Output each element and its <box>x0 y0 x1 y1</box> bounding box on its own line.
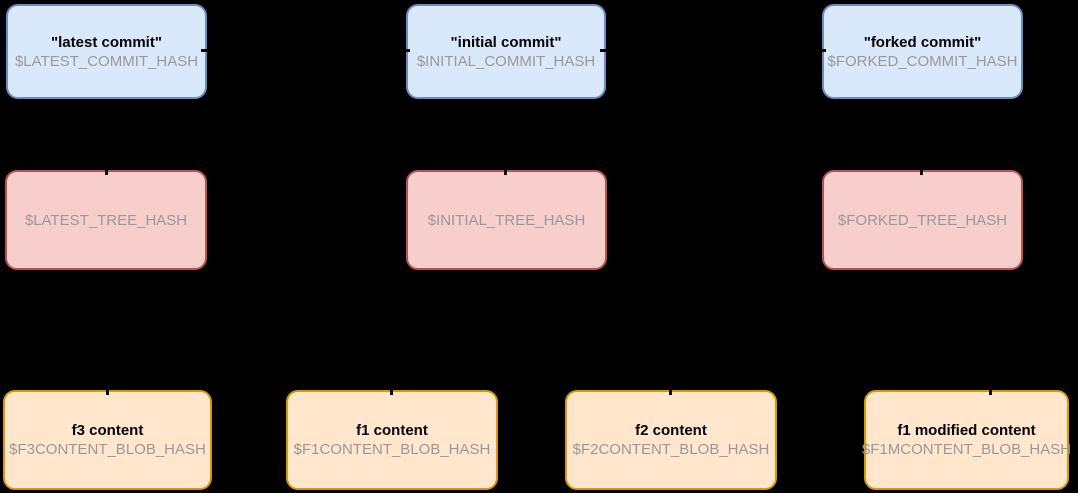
tree-node-initial: $INITIAL_TREE_HASH <box>406 170 607 270</box>
connector-stub <box>989 387 992 395</box>
commit-title: "latest commit" <box>51 33 162 51</box>
connector-stub <box>600 49 608 52</box>
blob-hash: $F2CONTENT_BLOB_HASH <box>572 441 770 458</box>
tree-hash: $INITIAL_TREE_HASH <box>427 211 586 229</box>
connector-stub <box>106 387 109 395</box>
commit-node-initial: "initial commit" $INITIAL_COMMIT_HASH <box>406 4 606 99</box>
commit-node-forked: "forked commit" $FORKED_COMMIT_HASH <box>822 4 1023 99</box>
commit-title: "initial commit" <box>450 33 562 51</box>
blob-hash: $F1CONTENT_BLOB_HASH <box>293 441 491 458</box>
tree-node-forked: $FORKED_TREE_HASH <box>822 170 1023 270</box>
connector-stub <box>201 49 209 52</box>
blob-hash: $F3CONTENT_BLOB_HASH <box>9 441 206 458</box>
commit-node-latest: "latest commit" $LATEST_COMMIT_HASH <box>6 4 207 99</box>
commit-hash: $LATEST_COMMIT_HASH <box>14 52 199 70</box>
blob-node-f1-modified: f1 modified content $F1MCONTENT_BLOB_HAS… <box>861 390 1072 490</box>
tree-node-latest: $LATEST_TREE_HASH <box>5 170 207 270</box>
tree-hash: $LATEST_TREE_HASH <box>24 211 188 229</box>
commit-hash: $FORKED_COMMIT_HASH <box>827 52 1018 70</box>
blob-title: f1 content <box>356 422 428 439</box>
connector-stub <box>390 387 393 395</box>
tree-hash: $FORKED_TREE_HASH <box>837 211 1008 229</box>
blob-node-f1: f1 content $F1CONTENT_BLOB_HASH <box>286 390 498 490</box>
commit-title: "forked commit" <box>863 33 982 51</box>
connector-stub <box>504 167 507 175</box>
blob-title: f3 content <box>71 422 144 439</box>
connector-stub <box>920 167 923 175</box>
connector-stub <box>402 49 410 52</box>
blob-title: f2 content <box>635 422 707 439</box>
connector-stub <box>818 49 826 52</box>
blob-node-f3: f3 content $F3CONTENT_BLOB_HASH <box>3 390 212 490</box>
blob-title: f1 modified content <box>897 422 1036 439</box>
blob-node-f2: f2 content $F2CONTENT_BLOB_HASH <box>565 390 777 490</box>
connector-stub <box>105 167 108 175</box>
commit-hash: $INITIAL_COMMIT_HASH <box>416 52 596 70</box>
blob-hash: $F1MCONTENT_BLOB_HASH <box>861 441 1072 458</box>
connector-stub <box>669 387 672 395</box>
